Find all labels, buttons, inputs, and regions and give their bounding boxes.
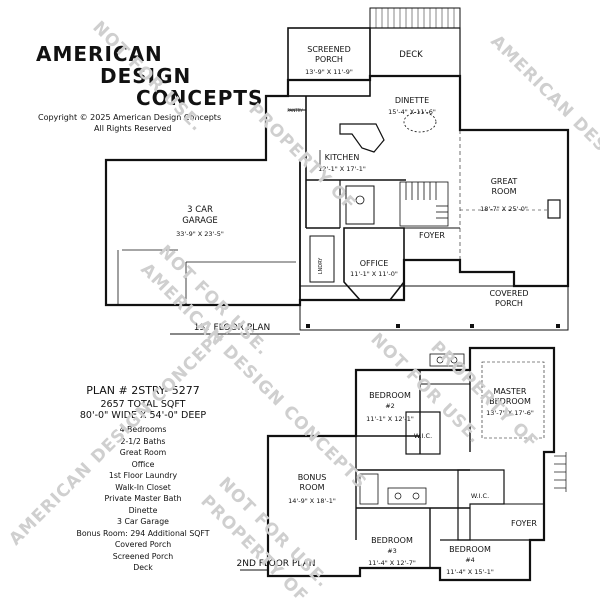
brand-line-1: AMERICAN — [36, 42, 163, 66]
plan-size: 80'-0" WIDE X 54'-0" DEEP — [79, 410, 207, 421]
first-floor-plan — [104, 7, 570, 335]
plan-sqft: 2657 TOTAL SQFT — [100, 399, 186, 410]
foyer-label: FOYER — [419, 231, 445, 240]
powder-room — [345, 185, 375, 225]
deck-label: DECK — [399, 50, 423, 60]
screened-porch-label: SCREENED — [307, 45, 351, 54]
feature-item: 1st Floor Laundry — [108, 471, 178, 480]
second-floor-plan — [240, 346, 567, 582]
first-floor-labels: SCREENED PORCH 13'-9" X 11'-9" DECK DINE… — [176, 45, 528, 333]
second-floor-title: 2ND FLOOR PLAN — [237, 559, 316, 569]
screened-porch — [287, 27, 371, 97]
rights-text: All Rights Reserved — [94, 124, 172, 133]
deck — [369, 7, 461, 77]
feature-item: Private Master Bath — [104, 494, 182, 503]
feature-item: Deck — [133, 563, 153, 572]
dinette-dims: 15'-4" X 11'-6" — [388, 108, 436, 116]
brand-line-3: CONCEPTS — [136, 86, 264, 110]
master-label-2: BEDROOM — [489, 397, 531, 406]
brand-line-2: DESIGN — [100, 64, 192, 88]
watermark-layer: NOT FOR USE. AMERICAN DESIGN CONCEPTS PR… — [5, 17, 600, 600]
covered-porch-label: COVERED — [489, 289, 528, 298]
master-dims: 13'-7" X 17'-6" — [486, 409, 534, 417]
bonus-room-label-2: ROOM — [299, 483, 324, 492]
wic-b-label: W.I.C. — [471, 492, 489, 500]
bedroom3-number: #3 — [387, 547, 397, 555]
feature-item: Great Room — [119, 448, 167, 457]
bedroom3-dims: 11'-4" X 12'-7" — [368, 559, 416, 567]
first-floor-stair — [399, 181, 449, 227]
laundry-label: LNDRY — [318, 257, 324, 275]
laundry — [309, 235, 335, 283]
bonus-room-label: BONUS — [298, 473, 327, 482]
bonus-room-dims: 14'-9" X 18'-1" — [288, 497, 336, 505]
great-room-label-2: ROOM — [491, 187, 516, 196]
office-dims: 11'-1" X 11'-0" — [350, 270, 398, 278]
feature-item: Dinette — [128, 505, 158, 515]
master-vanity — [429, 353, 465, 367]
garage-label-2: GARAGE — [182, 216, 218, 226]
feature-item: Office — [131, 459, 155, 469]
feature-item: 4 Bedrooms — [119, 425, 167, 434]
great-room-dims: 18'-7" X 25'-0" — [480, 205, 528, 213]
second-floor-stair — [554, 452, 567, 492]
fireplace — [547, 199, 561, 219]
bedroom2-label: BEDROOM — [369, 391, 411, 400]
hall-tub — [359, 473, 379, 505]
master-label: MASTER — [494, 387, 527, 396]
covered-porch — [299, 285, 569, 331]
first-floor-title: 1ST FLOOR PLAN — [194, 323, 271, 333]
great-room-label: GREAT — [491, 177, 518, 186]
dinette-label: DINETTE — [395, 96, 429, 105]
first-floor-exterior-wall — [104, 74, 570, 307]
plan-name: PLAN # 2STRY- 5277 — [86, 384, 200, 397]
bedroom3-label: BEDROOM — [371, 536, 413, 545]
bedroom4-dims: 11'-4" X 15'-1" — [446, 568, 494, 576]
feature-item: Bonus Room: 294 Additional SQFT — [76, 528, 210, 538]
walk-in-closet-b — [457, 469, 505, 541]
kitchen-dims: 12'-1" X 17'-1" — [318, 165, 366, 173]
watermark-text: AMERICAN DESIGN CONCEPTS — [5, 316, 239, 550]
feature-item: Walk-In Closet — [115, 482, 171, 492]
bedroom4-label: BEDROOM — [449, 545, 491, 554]
garage-dims: 33'-9" X 23'-5" — [176, 230, 224, 238]
kitchen-label: KITCHEN — [325, 153, 360, 162]
garage-label: 3 CAR — [187, 205, 213, 215]
screened-porch-dims: 13'-9" X 11'-9" — [305, 68, 353, 76]
plan-info: PLAN # 2STRY- 5277 2657 TOTAL SQFT 80'-0… — [24, 384, 262, 574]
feature-item: Screened Porch — [112, 551, 174, 561]
copyright-text: Copyright © 2025 American Design Concept… — [38, 113, 222, 122]
watermark-text: AMERICAN DESIGN CONCEPTS — [486, 31, 600, 265]
bedroom2-dims: 11'-1" X 12'-1" — [366, 415, 414, 423]
covered-porch-label-2: PORCH — [495, 299, 523, 308]
wic-a-label: W.I.C. — [414, 432, 432, 440]
garage-doors — [117, 249, 296, 305]
bedroom2-number: #2 — [385, 402, 395, 410]
hall-vanity — [387, 487, 427, 505]
feature-item: Covered Porch — [114, 540, 172, 549]
screened-porch-label-2: PORCH — [315, 55, 343, 64]
watermark-text: NOT FOR USE. — [88, 17, 206, 135]
second-floor-labels: BEDROOM #2 11'-1" X 12'-1" MASTER BEDROO… — [237, 387, 538, 576]
second-floor-exterior-wall — [266, 346, 556, 582]
office-label: OFFICE — [360, 259, 389, 268]
pantry-label: PANTRY — [287, 108, 303, 113]
feature-item: 3 Car Garage — [117, 517, 169, 526]
feature-item: 2-1/2 Baths — [120, 436, 166, 446]
bedroom4-number: #4 — [465, 556, 475, 564]
second-floor-foyer-label: FOYER — [511, 519, 537, 528]
kitchen-island — [339, 123, 385, 153]
walk-in-closet-a — [405, 411, 441, 455]
